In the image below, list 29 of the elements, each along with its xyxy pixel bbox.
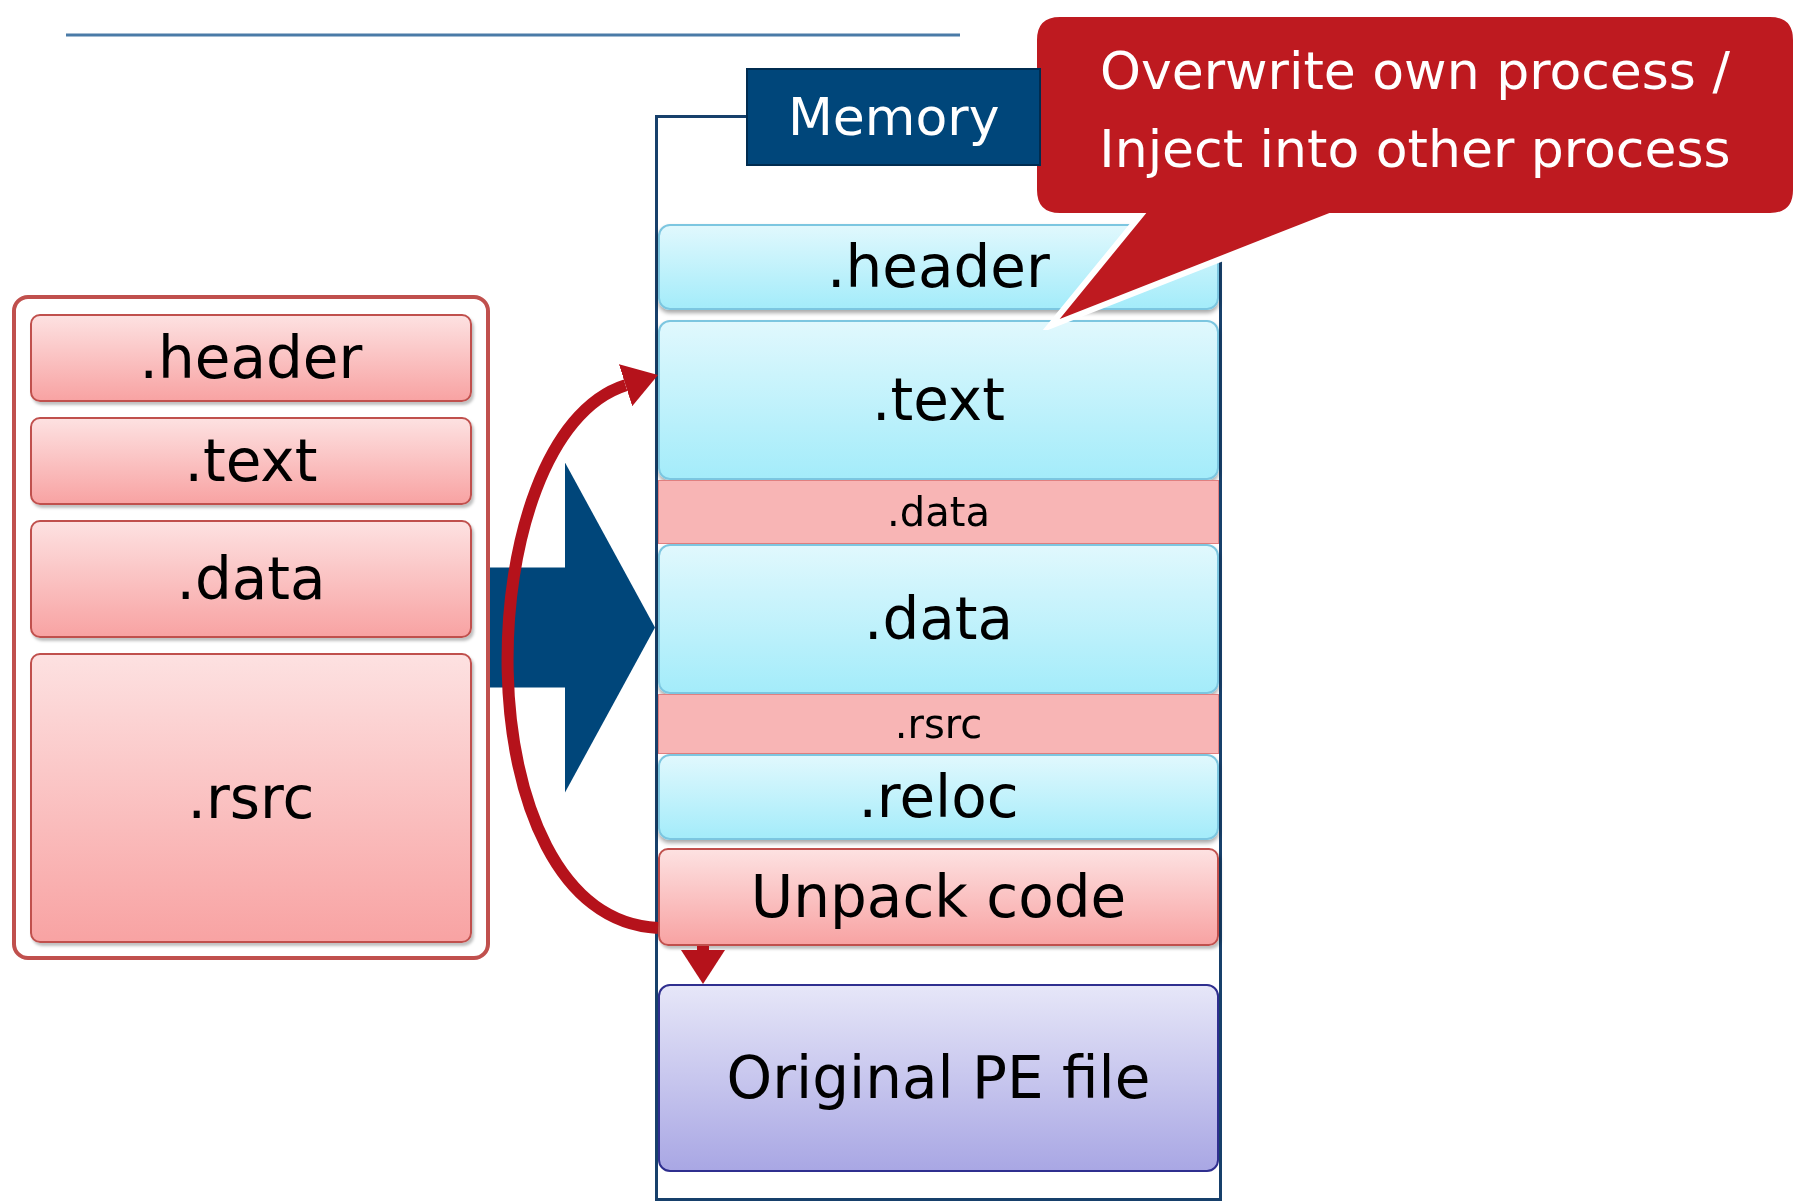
section-label: Unpack code <box>750 863 1127 931</box>
section-box <box>658 848 1219 946</box>
arrow <box>501 366 660 934</box>
section-label: .data <box>887 489 990 535</box>
section-box <box>658 694 1219 754</box>
arrow <box>681 946 725 984</box>
section-box <box>658 544 1219 694</box>
callout-text: Overwrite own process / Inject into other process <box>1098 40 1732 181</box>
section-label: .text <box>872 366 1005 434</box>
memory-tab: Memory <box>746 68 1042 166</box>
section-label: .rsrc <box>894 701 983 747</box>
block-arrow <box>490 462 655 793</box>
section-box <box>30 653 472 943</box>
section-box <box>30 417 472 505</box>
section-label: Original PE file <box>726 1044 1151 1112</box>
section-label: .data <box>863 585 1014 653</box>
section-box <box>658 320 1219 480</box>
section-box <box>658 480 1219 544</box>
file-panel <box>12 295 490 960</box>
section-label: .data <box>176 545 326 613</box>
section-label: .header <box>827 233 1050 301</box>
section-box <box>658 984 1219 1172</box>
section-label: .header <box>139 324 363 392</box>
section-label: .rsrc <box>187 764 315 832</box>
section-box <box>30 314 472 402</box>
section-box <box>658 754 1219 840</box>
section-box <box>30 520 472 638</box>
section-label: .reloc <box>858 763 1019 831</box>
section-label: .text <box>184 427 318 495</box>
